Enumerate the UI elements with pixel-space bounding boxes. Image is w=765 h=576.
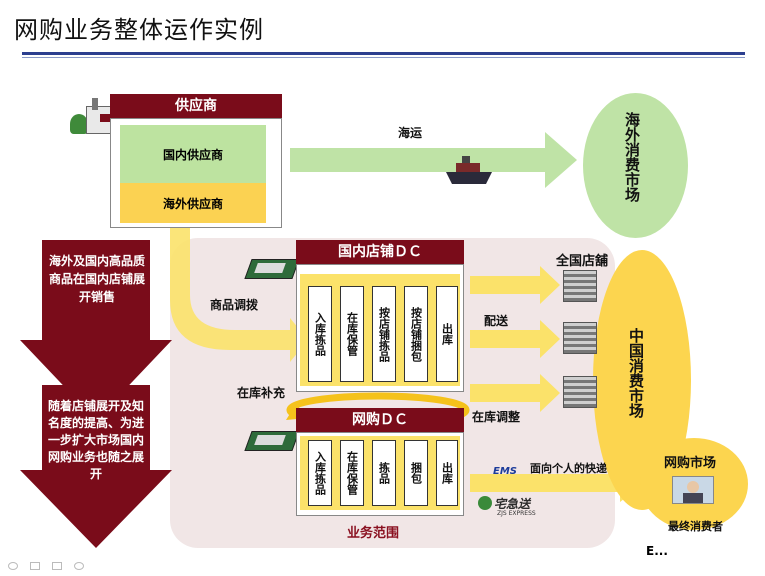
delivery-arrow-1 [470, 266, 560, 304]
consumer-photo [672, 476, 714, 504]
title-rule-thin [22, 57, 745, 58]
domestic-supplier: 国内供应商 [120, 125, 266, 183]
truck-icon-online [244, 427, 300, 455]
prev-slide-icon[interactable] [8, 562, 18, 570]
left-arrow-top [20, 240, 172, 420]
all-stores-label: 全国店舖 [556, 254, 609, 269]
delivery-arrow-3 [470, 374, 560, 412]
overseas-supplier: 海外供应商 [120, 183, 266, 223]
shipping-arrow [290, 132, 577, 188]
page-title: 网购业务整体运作实例 [14, 16, 264, 44]
menu-icon[interactable] [52, 562, 62, 570]
store-step-5: 出库 [436, 286, 458, 382]
ship-icon [446, 156, 492, 184]
zjs-logo-subtext: ZJS EXPRESS [497, 510, 536, 517]
left-arrow-bottom [20, 385, 172, 548]
overseas-market-ellipse [583, 93, 688, 238]
ems-logo-text: EMS [493, 466, 517, 477]
online-market-label: 网购市场 [664, 456, 717, 471]
business-scope-label: 业务范围 [347, 526, 400, 541]
store-step-2: 在库保管 [340, 286, 364, 382]
shipping-label: 海运 [398, 126, 423, 140]
express-label: 面向个人的快递 [530, 462, 607, 475]
zjs-logo-text: 宅急送 [494, 497, 531, 511]
replenish-label: 在库补充 [237, 386, 286, 400]
online-step-1: 入库拣品 [308, 440, 332, 506]
left-arrow-top-text: 海外及国内高品质商品在国内店铺展开销售 [48, 254, 145, 304]
title-rule [22, 52, 745, 55]
supplier-header: 供应商 [110, 94, 282, 118]
online-dc-header: 网购ＤＣ [296, 408, 464, 432]
next-slide-icon[interactable] [74, 562, 84, 570]
transfer-label: 商品调拨 [210, 298, 259, 312]
store-building-icon-1 [563, 270, 597, 302]
express-arrow [470, 464, 645, 502]
online-step-5: 出库 [436, 440, 458, 506]
store-dc-header: 国内店铺ＤＣ [296, 240, 464, 264]
online-step-3: 拣品 [372, 440, 396, 506]
transfer-arrow [170, 222, 308, 362]
china-market-label: 中国消费市场 [627, 328, 645, 418]
delivery-arrow-2 [470, 320, 560, 358]
truck-icon-store [244, 255, 300, 283]
delivery-label: 配送 [484, 314, 509, 328]
store-step-4: 按店铺捆包 [404, 286, 428, 382]
store-building-icon-3 [563, 376, 597, 408]
adjust-label: 在库调整 [472, 410, 521, 424]
store-step-1: 入库拣品 [308, 286, 332, 382]
overseas-market-label: 海外消费市场 [623, 112, 641, 202]
left-arrow-bottom-text: 随着店铺展开及知名度的提高、为进一步扩大市场国内网购业务也随之展开 [47, 399, 144, 481]
store-step-3: 按店铺拣品 [372, 286, 396, 382]
online-step-4: 捆包 [404, 440, 428, 506]
store-building-icon-2 [563, 322, 597, 354]
zjs-logo-icon [478, 496, 492, 510]
consumer-label: 最终消费者 [668, 520, 723, 533]
online-step-2: 在库保管 [340, 440, 364, 506]
corner-text: E... [646, 544, 668, 558]
pen-icon[interactable] [30, 562, 40, 570]
